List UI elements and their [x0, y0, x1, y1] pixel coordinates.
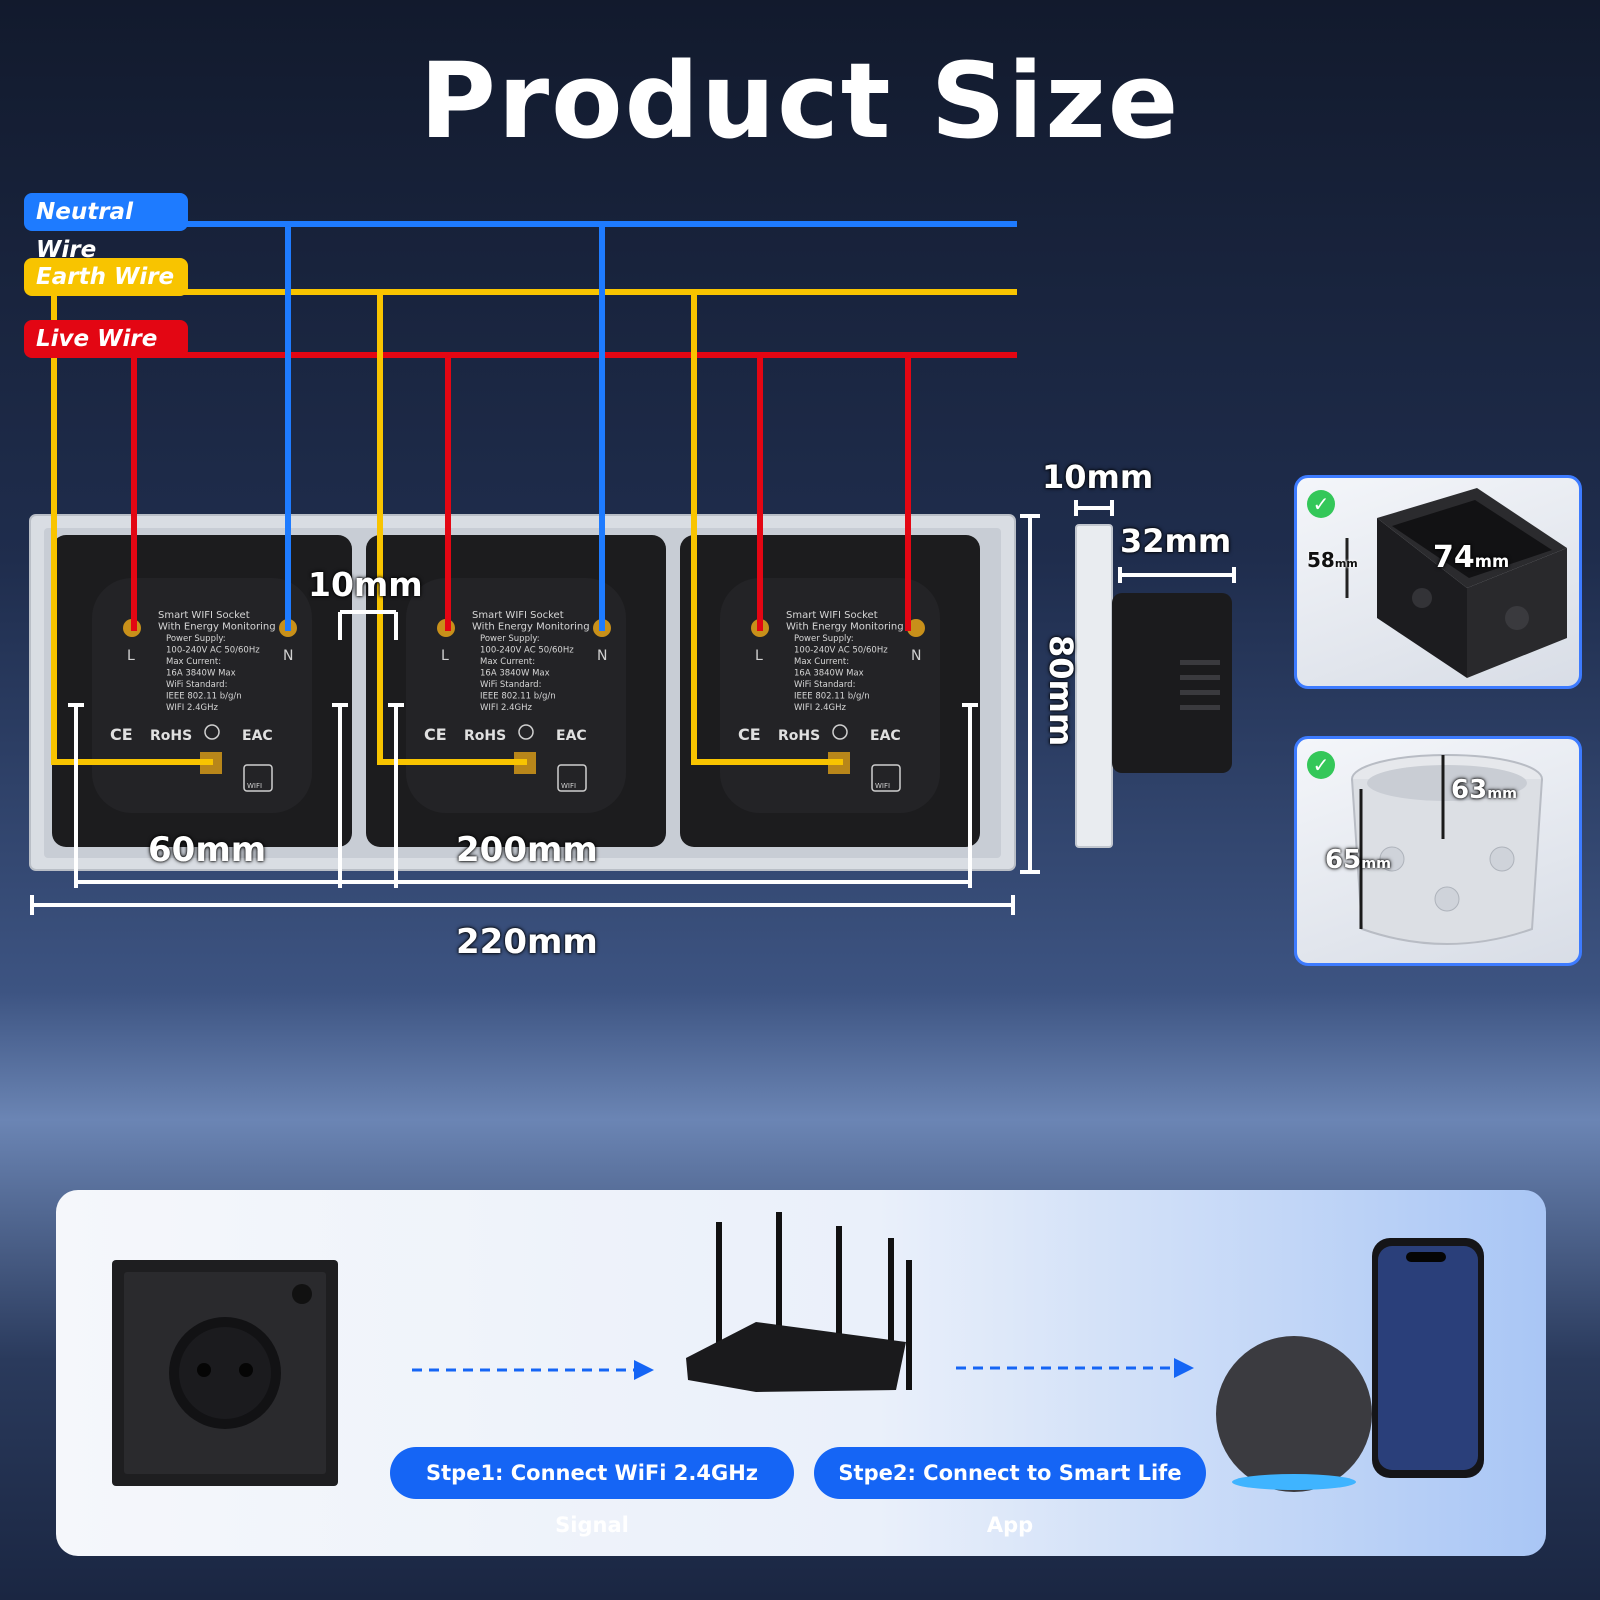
arrow-head-icon: [1174, 1358, 1194, 1378]
ce-mark: CE: [424, 725, 447, 744]
spec-text: Max Current:: [794, 657, 849, 667]
spec-text: Max Current:: [166, 657, 221, 667]
smart-speaker-image: [1216, 1336, 1372, 1492]
spec-text: 100-240V AC 50/60Hz: [480, 646, 574, 656]
spec-text: WIFI 2.4GHz: [480, 703, 533, 713]
round-box-image: [1351, 754, 1543, 945]
ground-icon: [518, 724, 534, 740]
spec-text: 100-240V AC 50/60Hz: [794, 646, 888, 656]
terminal-live-label: L: [755, 648, 763, 664]
spec-text: With Energy Monitoring: [786, 622, 904, 633]
side-profile: [1075, 524, 1232, 848]
check-icon: ✓: [1307, 490, 1335, 518]
dimension-lines: [30, 500, 1236, 915]
phone-image: [1372, 1238, 1484, 1478]
router-image: [686, 1212, 912, 1392]
spec-text: Power Supply:: [480, 634, 540, 644]
spec-text: IEEE 802.11 b/g/n: [480, 692, 556, 702]
wifi-icon: [557, 764, 587, 792]
eac-mark: EAC: [242, 728, 273, 744]
dim-gap: 10mm: [308, 565, 423, 604]
rohs-mark: RoHS: [464, 728, 506, 744]
spec-text: Power Supply:: [794, 634, 854, 644]
spec-text: WIFI 2.4GHz: [794, 703, 847, 713]
spec-text: Power Supply:: [166, 634, 226, 644]
ground-icon: [204, 724, 220, 740]
rohs-mark: RoHS: [150, 728, 192, 744]
dim-plate-depth: 10mm: [1042, 458, 1154, 496]
spec-text: With Energy Monitoring: [158, 622, 276, 633]
spec-text: WiFi Standard:: [794, 680, 855, 690]
spec-text: 16A 3840W Max: [480, 669, 550, 679]
square-box-side: 74mm: [1433, 540, 1510, 575]
terminal-live-label: L: [127, 648, 135, 664]
dim-total-width: 220mm: [456, 922, 598, 962]
spec-text: WIFI 2.4GHz: [166, 703, 219, 713]
spec-text: Smart WIFI Socket: [158, 610, 250, 621]
terminal-neutral-label: N: [597, 648, 607, 664]
terminal-live-label: L: [441, 648, 449, 664]
live-wire-label: Live Wire: [24, 320, 188, 358]
spec-text: 100-240V AC 50/60Hz: [166, 646, 260, 656]
ground-icon: [832, 724, 848, 740]
dim-height: 80mm: [1042, 635, 1080, 747]
step1-label: Stpe1: Connect WiFi 2.4GHz Signal: [390, 1447, 794, 1537]
spec-text: Smart WIFI Socket: [786, 610, 878, 621]
wifi-mark: WIFI: [247, 782, 262, 790]
dim-module-span: 200mm: [456, 830, 598, 870]
eac-mark: EAC: [870, 728, 901, 744]
page-title: Product Size: [419, 40, 1181, 162]
wifi-icon: [871, 764, 901, 792]
round-box-inner-depth: 63mm: [1451, 775, 1517, 805]
neutral-wire-label: Neutral Wire: [24, 193, 188, 263]
terminal-neutral-label: N: [911, 648, 921, 664]
terminal-neutral-label: N: [283, 648, 293, 664]
spec-text: WiFi Standard:: [480, 680, 541, 690]
spec-text: IEEE 802.11 b/g/n: [794, 692, 870, 702]
step2-label: Stpe2: Connect to Smart Life App: [814, 1447, 1206, 1537]
square-box-depth: 58mm: [1307, 548, 1358, 572]
spec-text: 16A 3840W Max: [166, 669, 236, 679]
earth-wire-label: Earth Wire: [24, 258, 188, 296]
spec-text: With Energy Monitoring: [472, 622, 590, 633]
spec-text: Smart WIFI Socket: [472, 610, 564, 621]
wifi-icon: [243, 764, 273, 792]
spec-text: IEEE 802.11 b/g/n: [166, 692, 242, 702]
round-box-outer-depth: 65mm: [1325, 845, 1391, 875]
setup-illustrations: [112, 1212, 1484, 1492]
eac-mark: EAC: [556, 728, 587, 744]
square-box-inset: ✓ 74mm 58mm: [1294, 475, 1582, 689]
wifi-mark: WIFI: [561, 782, 576, 790]
socket-front-image: [112, 1260, 338, 1486]
wire-lines: [51, 221, 1017, 765]
square-box-image: [1345, 488, 1567, 678]
setup-panel: Stpe1: Connect WiFi 2.4GHz Signal Stpe2:…: [56, 1190, 1546, 1556]
arrow-icon: [412, 1366, 1176, 1372]
rohs-mark: RoHS: [778, 728, 820, 744]
ce-mark: CE: [110, 725, 133, 744]
spec-text: WiFi Standard:: [166, 680, 227, 690]
dim-module-depth: 32mm: [1120, 522, 1232, 560]
spec-text: 16A 3840W Max: [794, 669, 864, 679]
spec-text: Max Current:: [480, 657, 535, 667]
ce-mark: CE: [738, 725, 761, 744]
check-icon: ✓: [1307, 751, 1335, 779]
dim-module-pitch: 60mm: [148, 830, 267, 870]
arrow-head-icon: [634, 1360, 654, 1380]
round-box-inset: ✓ 63mm 65mm: [1294, 736, 1582, 966]
wifi-mark: WIFI: [875, 782, 890, 790]
